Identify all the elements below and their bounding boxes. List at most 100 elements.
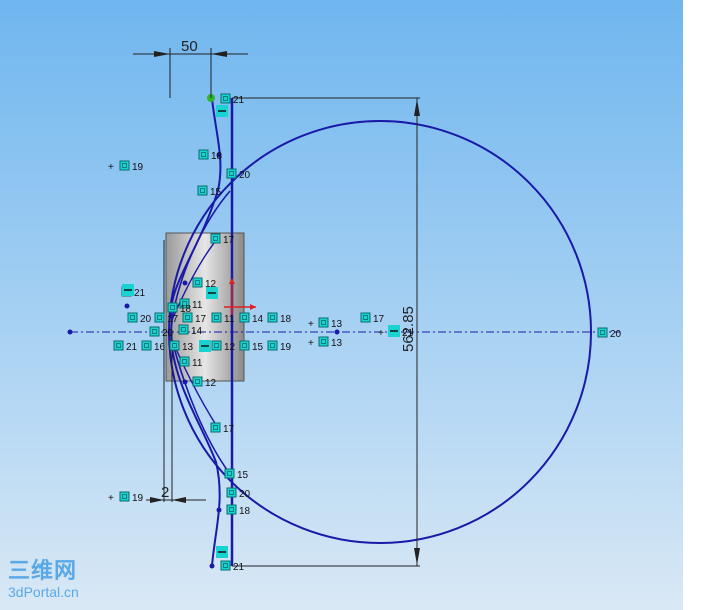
origin-marker	[224, 278, 256, 315]
plus-marker: +	[378, 328, 384, 339]
relation-label: 17	[167, 314, 179, 325]
sketch-point[interactable]	[182, 379, 188, 385]
relation-label: 18	[180, 304, 192, 315]
relation-label: 14	[191, 326, 203, 337]
relation-glyph[interactable]: 13	[318, 336, 343, 349]
relation-glyph[interactable]: 15	[197, 185, 222, 198]
relation-glyph[interactable]: 21	[220, 93, 245, 106]
plus-marker: +	[108, 162, 114, 173]
relation-glyph[interactable]: 19	[267, 340, 292, 353]
relation-label: 12	[224, 342, 236, 353]
graphics-viewport[interactable]: 50 562.85 2 21 18 20 15	[0, 0, 683, 610]
relation-label: 11	[192, 358, 203, 369]
relation-label: 20	[610, 329, 622, 340]
dimension-vertical[interactable]: 562.85	[232, 97, 420, 567]
relation-label: 21	[402, 328, 414, 339]
relation-glyph[interactable]: 18	[167, 302, 192, 315]
dimension-horizontal[interactable]: 50	[133, 38, 248, 98]
relation-label: 21	[233, 95, 245, 106]
watermark: 三维网 3dPortal.cn	[8, 559, 79, 601]
relation-label: 21	[126, 342, 138, 353]
relation-glyph[interactable]: 17	[360, 312, 385, 325]
relation-glyph[interactable]: 14	[178, 324, 203, 337]
relation-label: 17	[223, 424, 235, 435]
relation-glyph[interactable]: 20	[226, 168, 251, 181]
relation-glyph[interactable]: 12	[211, 340, 236, 353]
dimension-vertical-value: 562.85	[400, 306, 417, 352]
relation-label: 20	[140, 314, 152, 325]
relation-label: 15	[237, 470, 249, 481]
relation-glyph[interactable]: 13	[169, 340, 194, 353]
sketch-circle[interactable]	[168, 120, 592, 544]
centerline-end[interactable]	[67, 329, 73, 335]
relation-glyph[interactable]: 20	[597, 327, 622, 340]
relation-glyph[interactable]: 13	[318, 317, 343, 330]
relation-label: 19	[132, 162, 144, 173]
relation-label: 20	[239, 489, 251, 500]
sketch-arc-lower[interactable]	[171, 339, 231, 475]
relation-glyph[interactable]: 15	[224, 468, 249, 481]
plus-marker: +	[308, 319, 314, 330]
sketch-point[interactable]	[124, 303, 130, 309]
sketch-spline-outer[interactable]	[170, 97, 222, 567]
relation-label: 20	[162, 328, 174, 339]
relation-glyph[interactable]: 18	[226, 504, 251, 517]
relation-label: 19	[280, 342, 292, 353]
relation-label: 11	[192, 300, 203, 311]
relation-glyph[interactable]: 17	[210, 422, 235, 435]
relation-glyph[interactable]: 19	[119, 491, 144, 504]
relation-label: 21	[233, 562, 245, 573]
relation-glyph[interactable]: 12	[192, 376, 217, 389]
sketch-point[interactable]	[216, 507, 222, 513]
relation-glyph[interactable]: 15	[239, 340, 264, 353]
sketch-point[interactable]	[334, 329, 340, 335]
relation-label: 12	[205, 378, 217, 389]
relation-glyph[interactable]: 17	[182, 312, 207, 325]
relation-glyph[interactable]: 16	[141, 340, 166, 353]
spline-endpoint-bottom[interactable]	[209, 563, 215, 569]
relation-label: 15	[210, 187, 222, 198]
relation-label: 18	[239, 506, 251, 517]
relation-label: 13	[331, 338, 343, 349]
relation-label: 17	[223, 235, 235, 246]
relation-label: 13	[182, 342, 194, 353]
dimension-small-value: 2	[161, 484, 169, 501]
relation-label: 20	[239, 170, 251, 181]
relation-glyph[interactable]: 19	[119, 160, 144, 173]
relation-label: 14	[252, 314, 264, 325]
relation-glyph[interactable]: 11	[211, 312, 235, 325]
relation-glyph[interactable]: 18	[267, 312, 292, 325]
relation-label: 18	[211, 151, 223, 162]
plus-marker: +	[308, 338, 314, 349]
relation-label: 12	[205, 279, 217, 290]
relation-glyph[interactable]: 11	[179, 356, 203, 369]
relation-label: 19	[132, 493, 144, 504]
relation-label: 15	[252, 342, 264, 353]
relation-glyph[interactable]: 18	[198, 149, 223, 162]
sketch-point[interactable]	[182, 280, 188, 286]
relation-glyph[interactable]: 12	[192, 277, 217, 290]
relation-label: 17	[373, 314, 385, 325]
relation-label: 16	[154, 342, 166, 353]
plus-marker: +	[108, 493, 114, 504]
dimension-small[interactable]: 2	[146, 240, 206, 503]
relation-label: 17	[195, 314, 207, 325]
relation-glyph[interactable]: 11	[179, 298, 203, 311]
relation-glyph[interactable]: 17	[210, 233, 235, 246]
relation-glyph[interactable]: 20	[127, 312, 152, 325]
relation-label: 18	[280, 314, 292, 325]
relation-glyph[interactable]: 20	[149, 326, 174, 339]
relation-glyph[interactable]: 21	[220, 560, 245, 573]
sketch-canvas[interactable]: 50 562.85 2 21 18 20 15	[0, 0, 683, 610]
relation-label: 11	[224, 314, 235, 325]
relation-glyph[interactable]: 14	[239, 312, 264, 325]
relation-glyph[interactable]: 21	[113, 340, 138, 353]
watermark-en: 3dPortal.cn	[8, 584, 79, 600]
watermark-cn: 三维网	[8, 559, 78, 584]
relation-label: 21	[134, 288, 146, 299]
relation-glyph[interactable]: 17	[154, 312, 179, 325]
sketch-point[interactable]	[216, 152, 222, 158]
relation-glyph[interactable]: 20	[226, 487, 251, 500]
relation-label: 13	[331, 319, 343, 330]
